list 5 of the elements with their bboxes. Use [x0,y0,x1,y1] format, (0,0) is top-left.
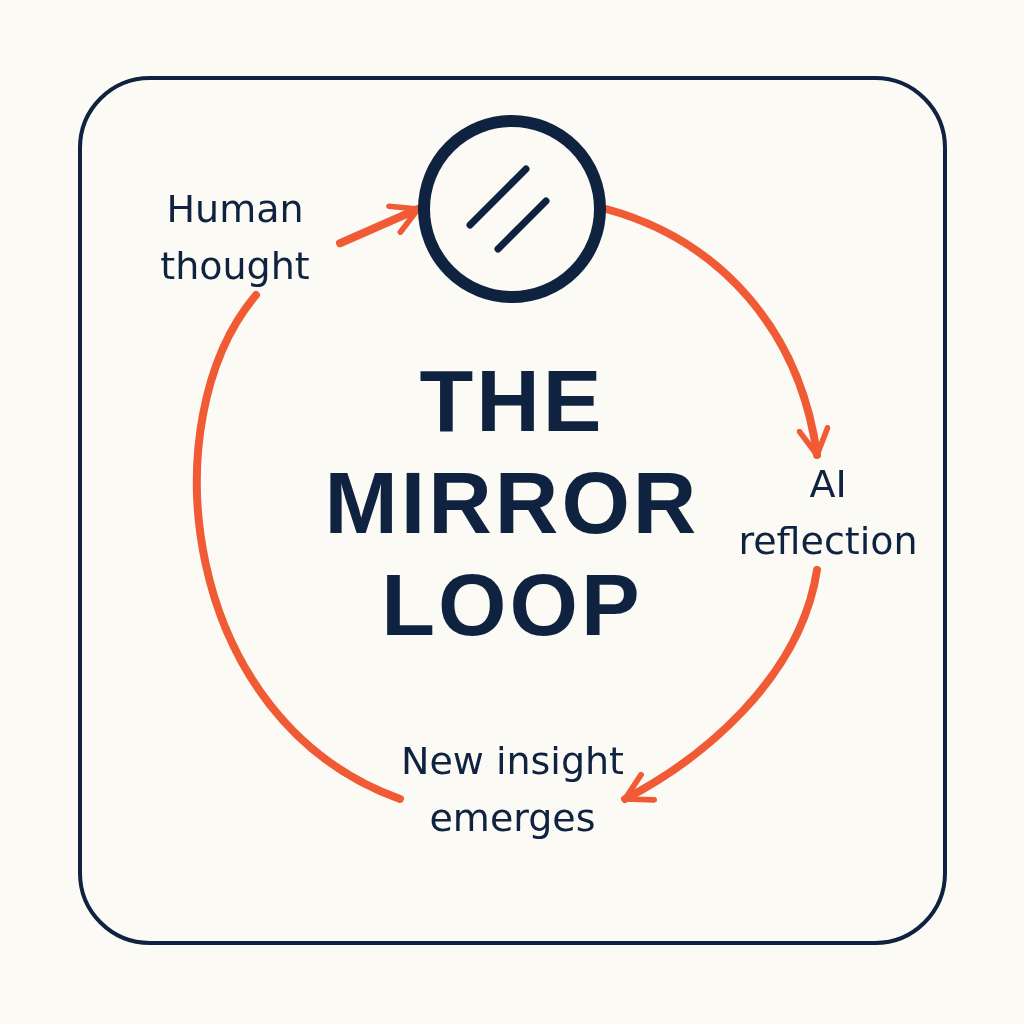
node-label: AI reflection [737,460,919,565]
title: THE MIRROR LOOP [323,350,701,656]
arrow [621,566,821,803]
node-label: Human thought [159,185,311,290]
node-label: New insight emerges [400,738,625,842]
